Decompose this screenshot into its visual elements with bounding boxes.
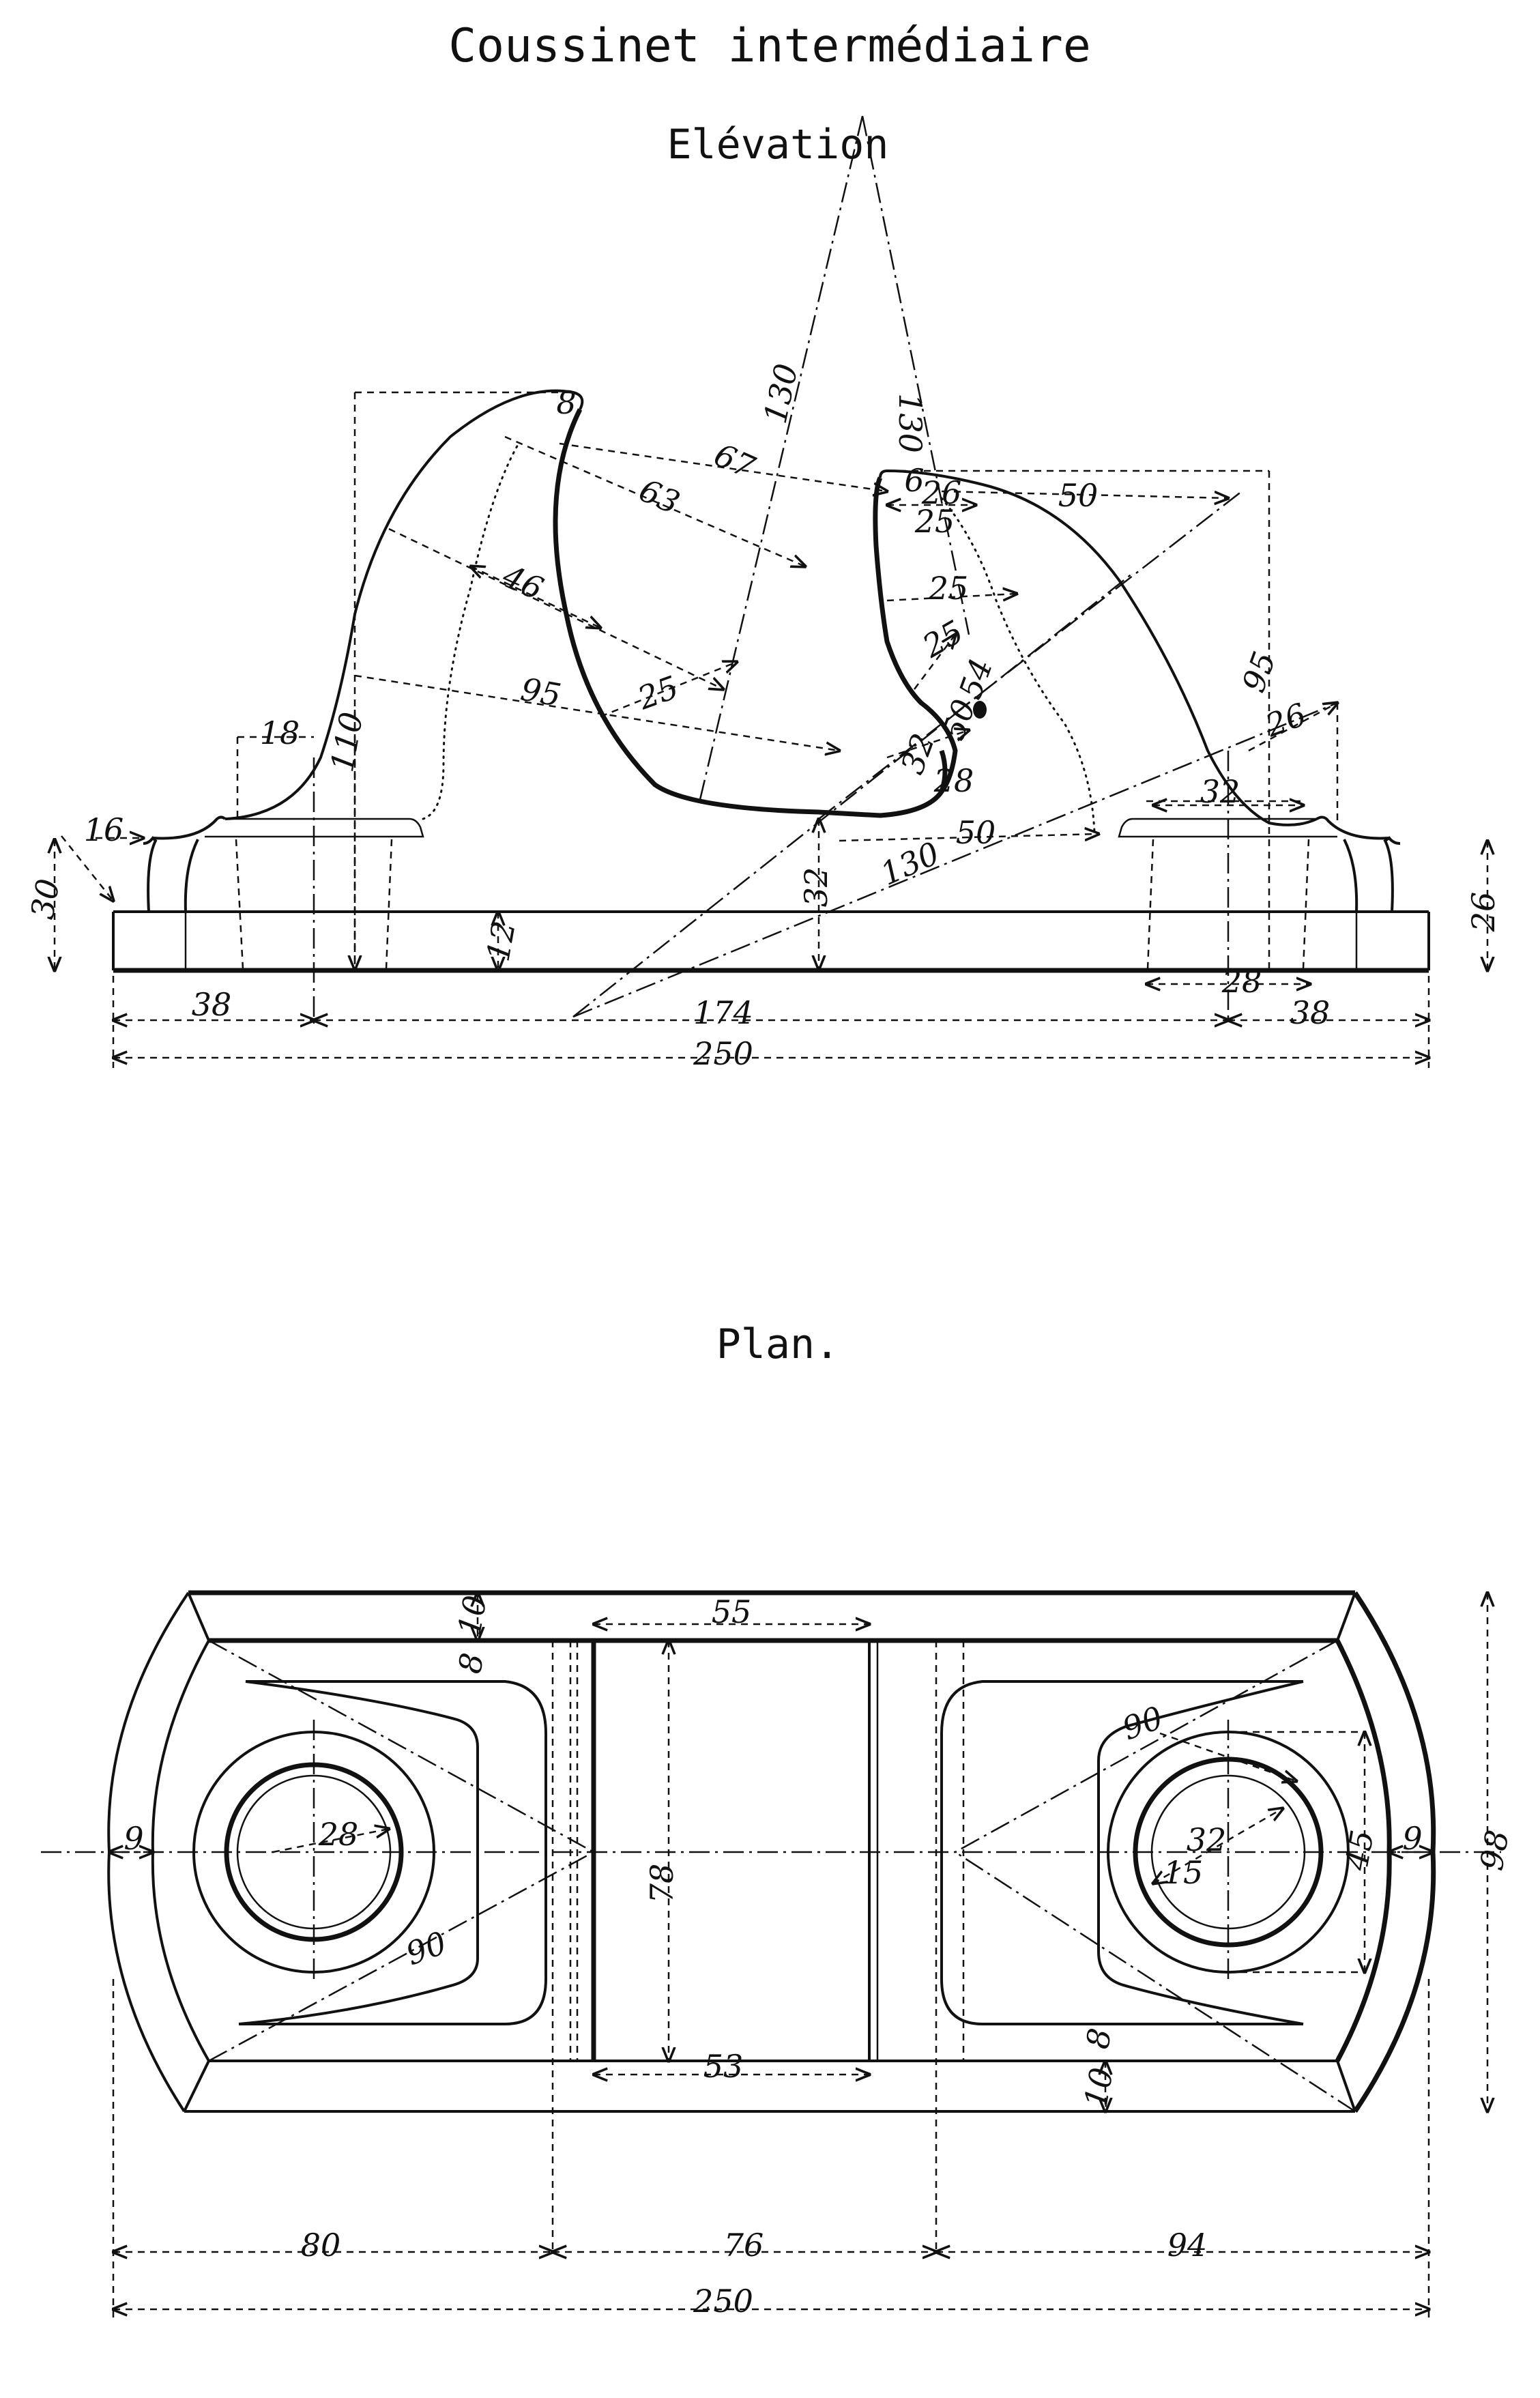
elevation-view: 130 130 67 63 46 95 25 8 6 26 50 25 25 2… bbox=[24, 115, 1502, 1072]
dim-50-top: 50 bbox=[1058, 477, 1099, 514]
dim-26-top: 26 bbox=[921, 474, 962, 511]
drawing-title: Coussinet intermédiaire bbox=[448, 19, 1091, 73]
dim-78: 78 bbox=[643, 1864, 680, 1904]
plan-dimension-lines bbox=[109, 1593, 1487, 2320]
dim-25-left: 25 bbox=[633, 669, 683, 717]
dim-95-right: 95 bbox=[1235, 647, 1283, 697]
dim-53: 53 bbox=[703, 2048, 744, 2085]
dim-9-right: 9 bbox=[1402, 1820, 1422, 1857]
dim-32-center: 32 bbox=[798, 867, 834, 908]
dim-94: 94 bbox=[1167, 2227, 1208, 2264]
dim-8: 8 bbox=[556, 384, 576, 421]
right-boss bbox=[1118, 815, 1429, 970]
dim-25-d: 25 bbox=[916, 613, 970, 665]
plan-title: Plan. bbox=[716, 1320, 840, 1368]
dim-8-bottom: 8 bbox=[1079, 2025, 1118, 2051]
plan-construction-lines bbox=[41, 1639, 1501, 2113]
dim-28-wedge: 28 bbox=[933, 762, 974, 799]
dim-38-left: 38 bbox=[192, 986, 232, 1023]
dim-38-right: 38 bbox=[1290, 994, 1331, 1031]
dim-250-plan: 250 bbox=[693, 2283, 753, 2320]
left-boss bbox=[113, 815, 424, 970]
dim-55: 55 bbox=[712, 1593, 752, 1630]
dim-98-plan: 98 bbox=[1473, 1828, 1516, 1873]
dim-174: 174 bbox=[693, 994, 753, 1031]
dim-9-left: 9 bbox=[124, 1820, 143, 1857]
dim-95-left: 95 bbox=[518, 671, 564, 714]
dim-130-left: 130 bbox=[757, 360, 805, 427]
dim-250-elevation: 250 bbox=[693, 1035, 753, 1072]
dim-26-height: 26 bbox=[1465, 892, 1502, 933]
elevation-dimension-lines bbox=[55, 435, 1487, 1068]
wedge-hole-dot bbox=[973, 701, 987, 719]
construction-lines bbox=[236, 115, 1339, 1024]
dim-28-boss: 28 bbox=[1221, 963, 1262, 1000]
dim-67: 67 bbox=[709, 436, 761, 486]
plan-wedge-slot bbox=[551, 1641, 965, 2252]
plan-view: 55 53 78 10 8 8 10 9 9 28 90 90 32 15 45… bbox=[41, 1590, 1516, 2320]
dim-63: 63 bbox=[634, 472, 685, 521]
dim-30: 30 bbox=[24, 876, 67, 922]
dim-6: 6 bbox=[904, 462, 924, 499]
dim-50-wedge: 50 bbox=[935, 695, 983, 745]
elevation-title: Elévation bbox=[667, 121, 888, 169]
dim-45-plan: 45 bbox=[1337, 1828, 1381, 1874]
dim-28-plan: 28 bbox=[318, 1816, 359, 1853]
dim-32-boss: 32 bbox=[1200, 773, 1240, 810]
dim-10-bottom: 10 bbox=[1077, 2065, 1120, 2111]
dim-130-bottom: 130 bbox=[875, 835, 944, 893]
dim-80: 80 bbox=[301, 2227, 341, 2264]
dim-110: 110 bbox=[323, 709, 370, 775]
dim-18: 18 bbox=[260, 714, 300, 751]
dim-90-left: 90 bbox=[401, 1924, 451, 1973]
dim-12: 12 bbox=[480, 919, 523, 964]
dim-10-top: 10 bbox=[451, 1593, 494, 1638]
dim-76: 76 bbox=[724, 2227, 764, 2264]
base-plate bbox=[112, 910, 1430, 973]
plan-dimension-labels: 55 53 78 10 8 8 10 9 9 28 90 90 32 15 45… bbox=[124, 1593, 1516, 2320]
dim-32-plan: 32 bbox=[1187, 1821, 1227, 1858]
dim-15-plan: 15 bbox=[1163, 1854, 1204, 1891]
dim-50-bottom: 50 bbox=[956, 814, 996, 851]
dim-54: 54 bbox=[952, 654, 1000, 704]
dim-8-top: 8 bbox=[451, 1650, 491, 1676]
elevation-dimension-labels: 130 130 67 63 46 95 25 8 6 26 50 25 25 2… bbox=[24, 360, 1502, 1072]
dim-16: 16 bbox=[84, 811, 124, 848]
dim-130-right: 130 bbox=[892, 393, 929, 453]
dim-90-right: 90 bbox=[1118, 1699, 1167, 1748]
right-jaw bbox=[873, 469, 1318, 834]
dim-26-right: 26 bbox=[1260, 696, 1311, 745]
dim-25-b: 25 bbox=[914, 503, 955, 540]
dim-25-c: 25 bbox=[928, 570, 969, 607]
